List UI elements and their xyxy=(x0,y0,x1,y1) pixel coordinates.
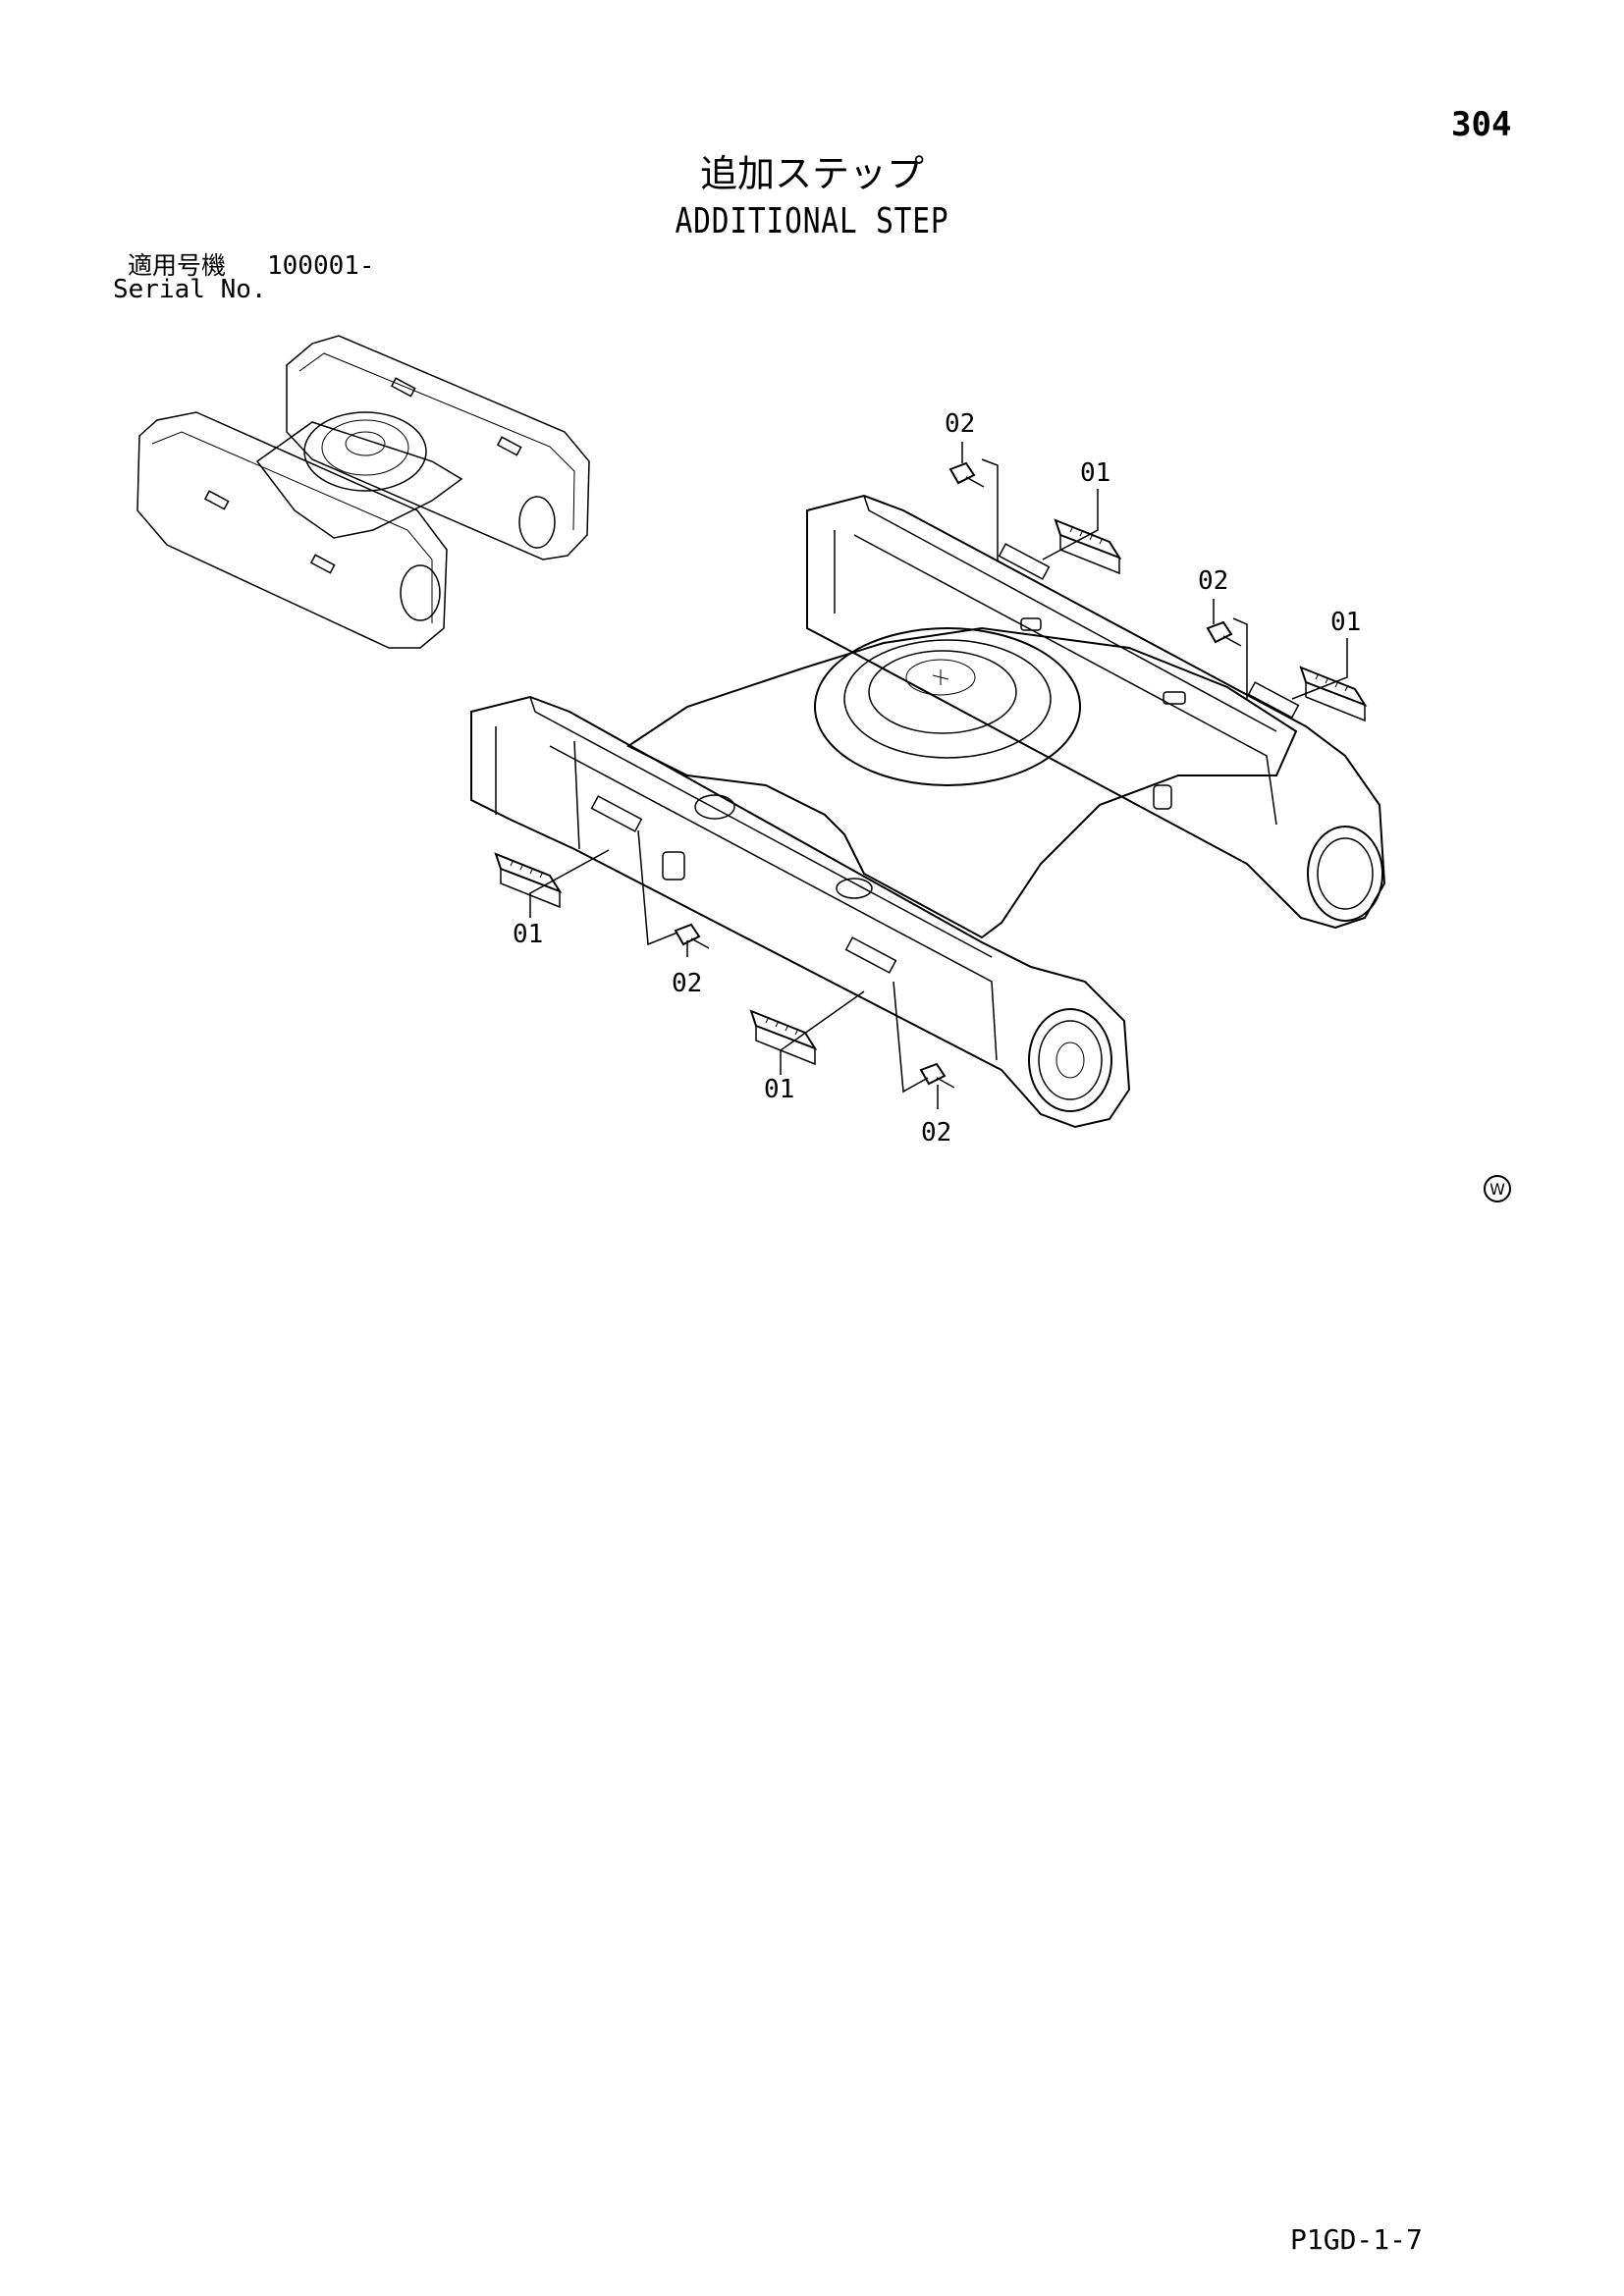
step-part-4 xyxy=(749,1009,818,1066)
page-number: 304 xyxy=(1451,105,1512,144)
bolt-part-1 xyxy=(948,461,985,488)
callout-02-top: 02 xyxy=(945,409,975,439)
serial-label-japanese: 適用号機 xyxy=(128,251,227,280)
serial-value: 100001- xyxy=(267,251,375,281)
page-title-english: ADDITIONAL STEP xyxy=(675,201,949,241)
w-mark-letter: W xyxy=(1489,1180,1505,1199)
callout-01-bottom: 01 xyxy=(764,1075,794,1104)
callout-01-right: 01 xyxy=(1330,608,1361,637)
overview-undercarriage-drawing xyxy=(136,335,590,649)
callout-02-left: 02 xyxy=(672,969,702,998)
leader-lines xyxy=(529,442,1348,1109)
callout-01-left: 01 xyxy=(513,920,543,949)
serial-label-english: Serial No. xyxy=(113,275,267,304)
callout-02-bottom: 02 xyxy=(921,1118,951,1148)
callout-01-top: 01 xyxy=(1080,458,1110,488)
w-circle-mark: W xyxy=(1484,1175,1511,1202)
callout-02-right: 02 xyxy=(1198,566,1228,596)
page-title-japanese: 追加ステップ xyxy=(699,152,924,195)
step-part-1 xyxy=(1054,518,1122,575)
step-part-3 xyxy=(494,852,563,909)
main-undercarriage-drawing xyxy=(470,494,1386,1129)
bolt-part-2 xyxy=(1206,620,1242,647)
bolt-part-3 xyxy=(674,923,710,949)
step-part-2 xyxy=(1299,666,1368,722)
bolt-part-4 xyxy=(919,1062,955,1089)
page-code: P1GD-1-7 xyxy=(1290,2223,1423,2256)
